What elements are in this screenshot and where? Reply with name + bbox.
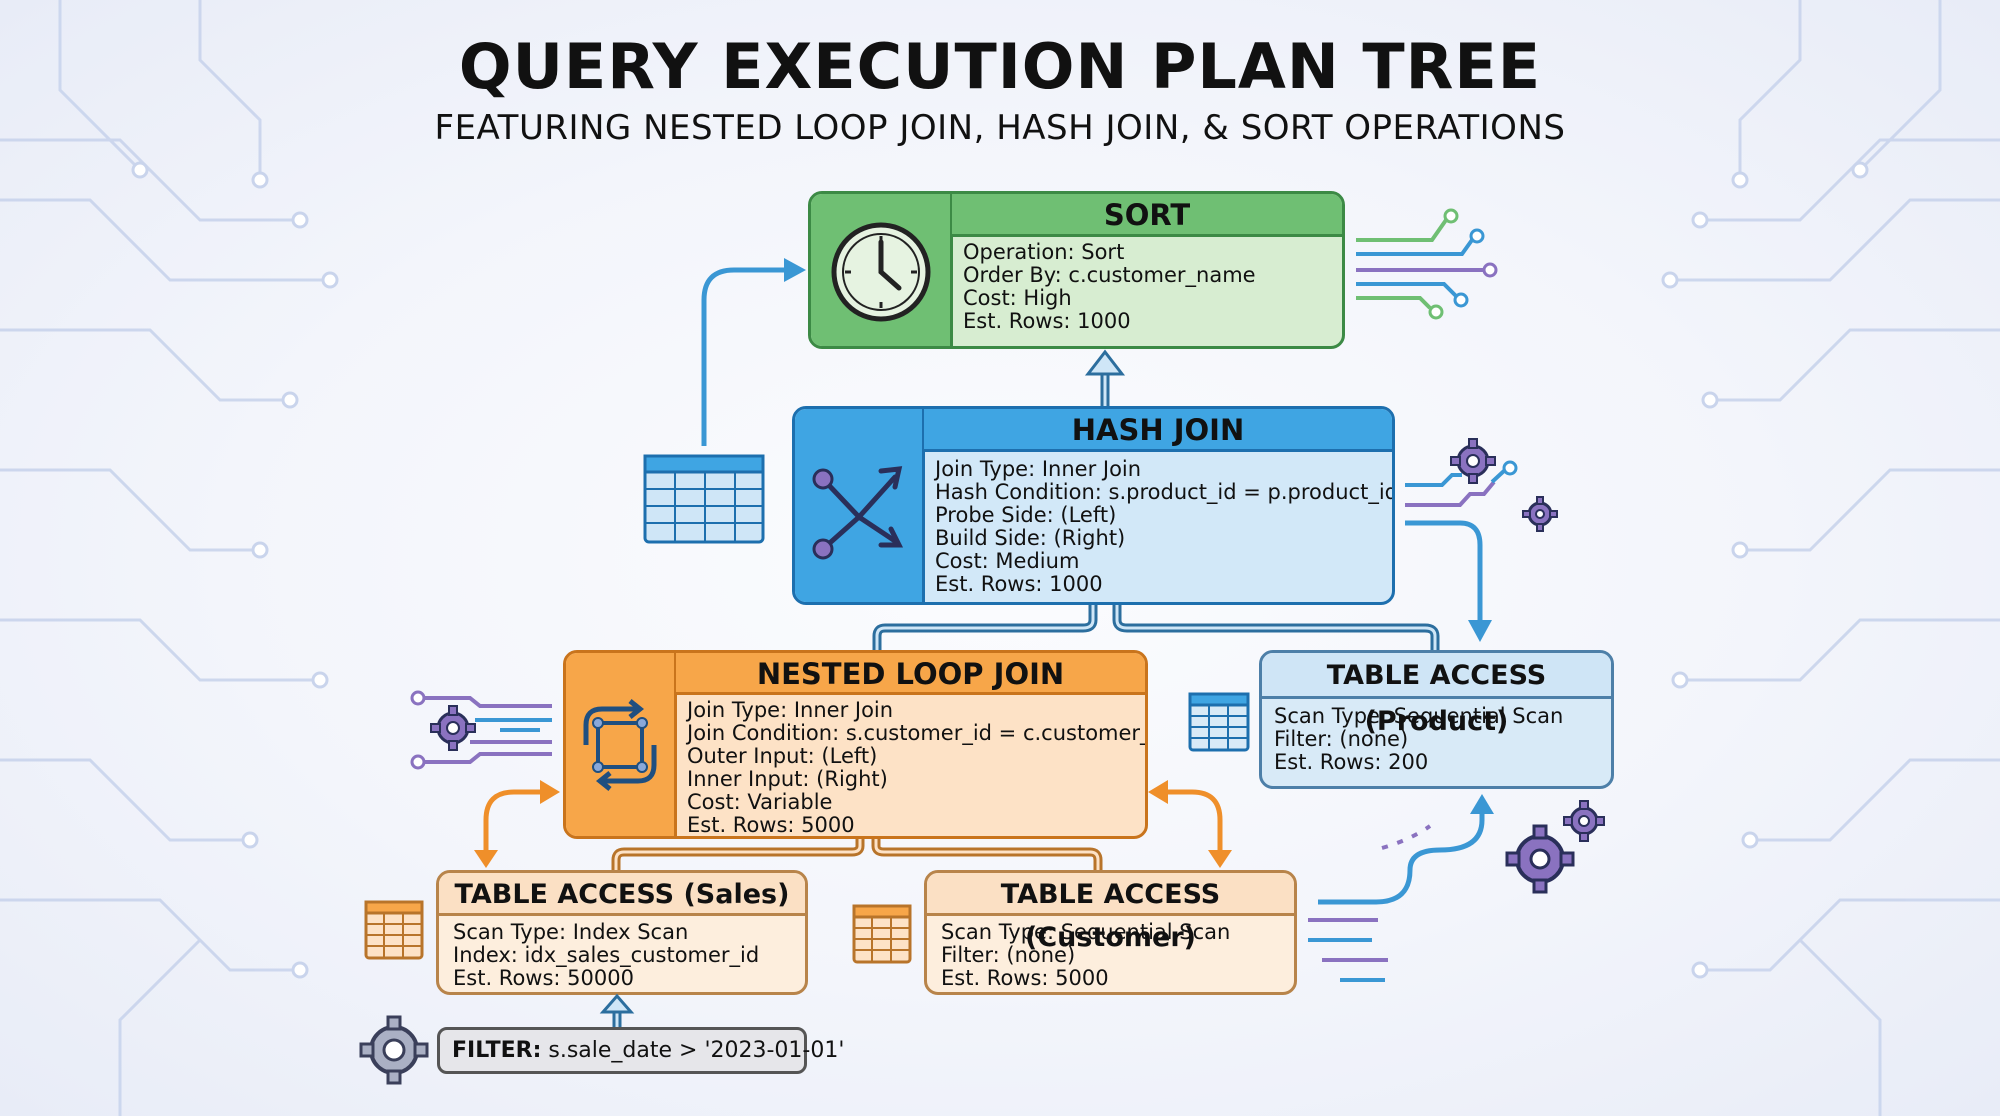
nlj-children-connector [611,839,1103,870]
gear-icon [1505,824,1575,894]
nlj-inner-input: Inner Input: (Right) [687,767,888,791]
nlj-cost: Cost: Variable [687,790,833,814]
hash-join-cost: Cost: Medium [935,549,1080,573]
nested-loop-join-details: Join Type: Inner Join Join Condition: s.… [677,695,1148,837]
customer-est-rows: Est. Rows: 5000 [941,966,1109,990]
sort-operation: Operation: Sort [963,240,1125,264]
hash-join-probe-side: Probe Side: (Left) [935,503,1117,527]
gear-icon [1450,438,1496,484]
table-access-sales-node: TABLE ACCESS (Sales) Scan Type: Index Sc… [436,870,808,995]
gear-icon [1563,800,1605,842]
nested-loop-join-node: NESTED LOOP JOIN Join Type: Inner Join J… [563,650,1148,839]
left-to-sort-arrow [701,267,790,446]
hash-join-details: Join Type: Inner Join Hash Condition: s.… [925,452,1392,602]
gear-icon [359,1015,429,1085]
nlj-outer-input: Outer Input: (Left) [687,744,878,768]
customer-filter: Filter: (none) [941,943,1076,967]
hash-join-est-rows: Est. Rows: 1000 [935,572,1103,596]
gear-icon [1522,496,1558,532]
sales-nlj-arrow [483,789,548,856]
table-grid-icon [1188,692,1250,752]
nlj-est-rows: Est. Rows: 5000 [687,813,855,837]
table-access-sales-details: Scan Type: Index Scan Index: idx_sales_c… [439,916,805,992]
filter-condition: s.sale_date > '2023-01-01' [548,1038,845,1063]
table-access-sales-header: TABLE ACCESS (Sales) [439,873,805,916]
table-grid-icon [643,454,765,544]
hash-join-condition: Hash Condition: s.product_id = p.product… [935,480,1395,504]
diagram-title: QUERY EXECUTION PLAN TREE [458,30,1542,103]
customer-scan-type: Scan Type: Sequential Scan [941,920,1231,944]
sales-est-rows: Est. Rows: 50000 [453,966,634,990]
sort-node: SORT Operation: Sort Order By: c.custome… [808,191,1345,349]
product-scan-type: Scan Type: Sequential Scan [1274,704,1564,728]
customer-nlj-arrow [1160,789,1223,856]
nlj-join-condition: Join Condition: s.customer_id = c.custom… [687,721,1148,745]
filter-to-sales-arrow [599,993,635,1027]
hash-to-sort-arrow [1084,349,1126,406]
hash-join-icon-column [795,409,925,602]
sales-index: Index: idx_sales_customer_id [453,943,760,967]
sort-details: Operation: Sort Order By: c.customer_nam… [953,237,1342,346]
hash-to-product-arrowhead [1468,620,1492,642]
hash-join-type: Join Type: Inner Join [935,457,1142,481]
hash-to-product-arrow [1405,520,1483,622]
table-access-product-details: Scan Type: Sequential Scan Filter: (none… [1262,699,1611,786]
table-grid-icon [364,900,424,960]
nlj-circuit-lines [424,696,552,764]
filter-box: FILTER: s.sale_date > '2023-01-01' [437,1027,844,1074]
table-access-product-header: TABLE ACCESS (Product) [1262,653,1611,737]
sort-cost: Cost: High [963,286,1072,310]
clock-icon [831,222,931,322]
sort-circuit-lines [1356,218,1484,310]
hash-join-build-side: Build Side: (Right) [935,526,1126,550]
sort-order-by: Order By: c.customer_name [963,263,1256,287]
sort-header: SORT [952,194,1342,237]
split-arrows-icon [812,466,904,560]
hash-join-header: HASH JOIN [924,409,1392,452]
table-grid-icon [852,904,912,964]
sort-icon-column [811,194,953,346]
product-est-rows: Est. Rows: 200 [1274,750,1429,774]
nlj-join-type: Join Type: Inner Join [687,698,894,722]
table-access-customer-node: TABLE ACCESS (Customer) Scan Type: Seque… [924,870,1297,995]
nested-loop-join-header: NESTED LOOP JOIN [676,653,1145,695]
sales-scan-type: Scan Type: Index Scan [453,920,689,944]
product-filter: Filter: (none) [1274,727,1409,751]
hash-join-node: HASH JOIN Join Type: Inner Join Hash Con… [792,406,1395,605]
sort-est-rows: Est. Rows: 1000 [963,309,1131,333]
table-access-customer-details: Scan Type: Sequential Scan Filter: (none… [927,916,1294,992]
customer-to-product-arrow [1318,812,1485,905]
loop-icon [583,699,657,791]
nested-loop-join-icon-column [566,653,677,836]
filter-label: FILTER: [452,1038,542,1063]
left-to-sort-arrowhead [784,258,806,282]
gear-icon [430,705,476,751]
table-access-customer-header: TABLE ACCESS (Customer) [927,873,1294,953]
diagram-subtitle: FEATURING NESTED LOOP JOIN, HASH JOIN, &… [434,108,1566,148]
table-access-product-node: TABLE ACCESS (Product) Scan Type: Sequen… [1259,650,1614,789]
